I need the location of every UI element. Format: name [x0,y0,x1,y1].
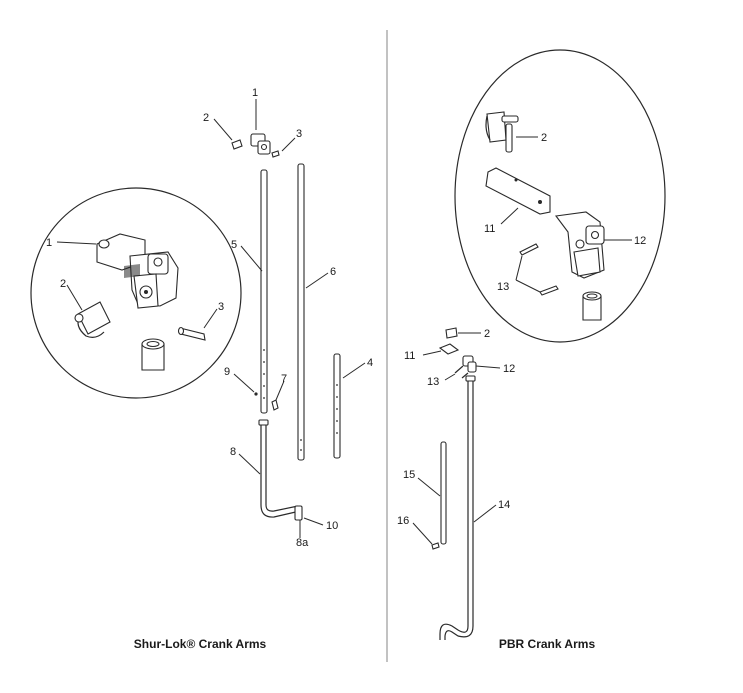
label-11: 11 [404,350,415,362]
detail-tube [141,338,165,371]
label-6: 6 [330,266,336,278]
detail-part-13-pins [519,243,559,296]
detail-label-3: 3 [218,301,224,313]
right-leader-lines [412,332,501,545]
label-12: 12 [503,363,515,375]
detail-part-12-universal-joint [554,211,605,279]
label-15: 15 [403,469,415,481]
label-8: 8 [230,446,236,458]
label-14: 14 [498,499,510,511]
part-9-ball [254,392,258,396]
part-12-universal-joint [462,355,477,373]
label-8a: 8a [296,537,309,549]
label-2: 2 [203,112,209,124]
label-4: 4 [367,357,373,369]
part-2-clip [231,139,243,150]
detail-part-3-pin [177,326,206,341]
detail-part-2-clip [485,111,519,153]
part-10-grip [294,505,303,521]
detail-tube [582,291,602,321]
detail-part-11-bar [485,167,551,215]
detail-label-13: 13 [497,281,509,293]
label-16: 16 [397,515,409,527]
part-3-pin [271,150,280,158]
right-part-numbers: 2 11 12 13 15 14 16 [397,328,515,527]
part-13-pins [454,365,469,379]
label-9: 9 [224,366,230,378]
detail-label-11: 11 [484,223,495,235]
shurlok-caption: Shur-Lok® Crank Arms [134,637,267,651]
left-leader-lines [213,99,366,538]
label-13: 13 [427,376,439,388]
label-10: 10 [326,520,338,532]
part-6-rod [297,163,305,461]
part-16-pin [431,542,440,550]
left-part-numbers: 1 2 3 5 6 4 7 9 8 10 8a [203,87,373,549]
part-1-universal-joint [250,133,271,155]
part-11-bar [438,343,460,355]
detail-label-2: 2 [541,132,547,144]
detail-label-2: 2 [60,278,66,290]
label-1: 1 [252,87,258,99]
part-8-crank-handle [258,419,301,518]
label-5: 5 [231,239,237,251]
label-7: 7 [281,373,287,385]
pbr-caption: PBR Crank Arms [499,637,596,651]
detail-label-1: 1 [46,237,52,249]
detail-label-12: 12 [634,235,646,247]
part-2-clip [445,327,458,339]
detail-part-1-universal-joint [96,233,179,309]
detail-part-2-clip [74,301,111,338]
part-14-crank-rod [439,375,476,640]
shurlok-assembly: 1 2 3 5 6 4 7 9 8 10 8a [30,87,373,651]
label-3: 3 [296,128,302,140]
label-2: 2 [484,328,490,340]
shurlok-detail-view: 1 2 3 [30,187,242,399]
part-4-rod [333,353,341,459]
part-5-rod [260,169,268,414]
pbr-detail-view: 2 11 12 13 [454,49,666,343]
part-15-rod [440,441,447,545]
pbr-assembly: 2 11 12 13 [397,49,666,651]
part-7-pin [271,399,279,411]
